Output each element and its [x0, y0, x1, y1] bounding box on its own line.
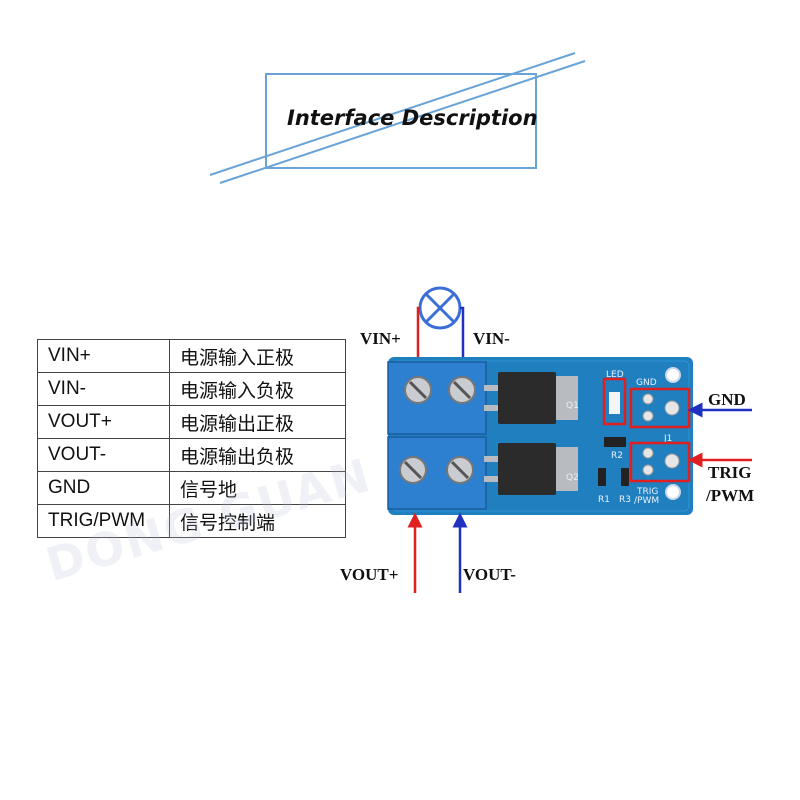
silk-gnd: GND [636, 378, 657, 388]
pin-name: VIN- [37, 372, 170, 406]
label-pwm: /PWM [706, 486, 755, 505]
header-title: Interface Description [287, 106, 538, 130]
table-row: VIN+ 电源输入正极 [37, 339, 346, 373]
led-highlight [602, 377, 627, 426]
table-row: VOUT- 电源输出负极 [37, 438, 346, 472]
silk-q1: Q1 [566, 401, 579, 411]
silk-j1: J1 [663, 434, 672, 444]
pin-description: 信号控制端 [169, 504, 346, 538]
label-vin-minus: VIN- [473, 329, 510, 348]
pin-name: VOUT+ [37, 405, 170, 439]
pin-name: VIN+ [37, 339, 170, 373]
load-lamp [418, 286, 462, 330]
screw-terminal-input [387, 361, 487, 435]
label-vout-minus: VOUT- [463, 565, 516, 584]
resistor-r3 [621, 468, 629, 486]
label-vin-plus: VIN+ [360, 329, 401, 348]
label-vout-plus: VOUT+ [340, 565, 399, 584]
pin-name: TRIG/PWM [37, 504, 170, 538]
resistor-r1 [598, 468, 606, 486]
header-frame [265, 73, 537, 169]
pin-name: GND [37, 471, 170, 505]
pin-name: VOUT- [37, 438, 170, 472]
silk-led: LED [606, 370, 624, 380]
silk-q2: Q2 [566, 473, 579, 483]
silk-r1: R1 [598, 495, 610, 505]
table-row: TRIG/PWM 信号控制端 [37, 504, 346, 538]
mosfet-q2 [484, 443, 578, 495]
silk-trig-pwm: TRIG/PWM [634, 487, 659, 506]
pin-description: 电源输出负极 [169, 438, 346, 472]
silk-r3: R3 [619, 495, 631, 505]
table-row: GND 信号地 [37, 471, 346, 505]
table-row: VOUT+ 电源输出正极 [37, 405, 346, 439]
resistor-r2 [604, 437, 626, 447]
vin-plus-wire [416, 306, 420, 360]
pin-description: 电源输出正极 [169, 405, 346, 439]
table-row: VIN- 电源输入负极 [37, 372, 346, 406]
pin-description: 电源输入正极 [169, 339, 346, 373]
silk-r2: R2 [611, 451, 623, 461]
label-trig: TRIG [708, 463, 752, 482]
led-component [609, 392, 620, 414]
label-gnd: GND [708, 390, 746, 409]
pin-description: 电源输入负极 [169, 372, 346, 406]
pin-table: VIN+ 电源输入正极 VIN- 电源输入负极 VOUT+ 电源输出正极 VOU… [37, 339, 346, 538]
vin-minus-wire [460, 306, 465, 360]
screw-terminal-output [387, 436, 487, 510]
mosfet-q1 [484, 372, 578, 424]
mounting-hole [665, 367, 681, 383]
mounting-hole [665, 484, 681, 500]
